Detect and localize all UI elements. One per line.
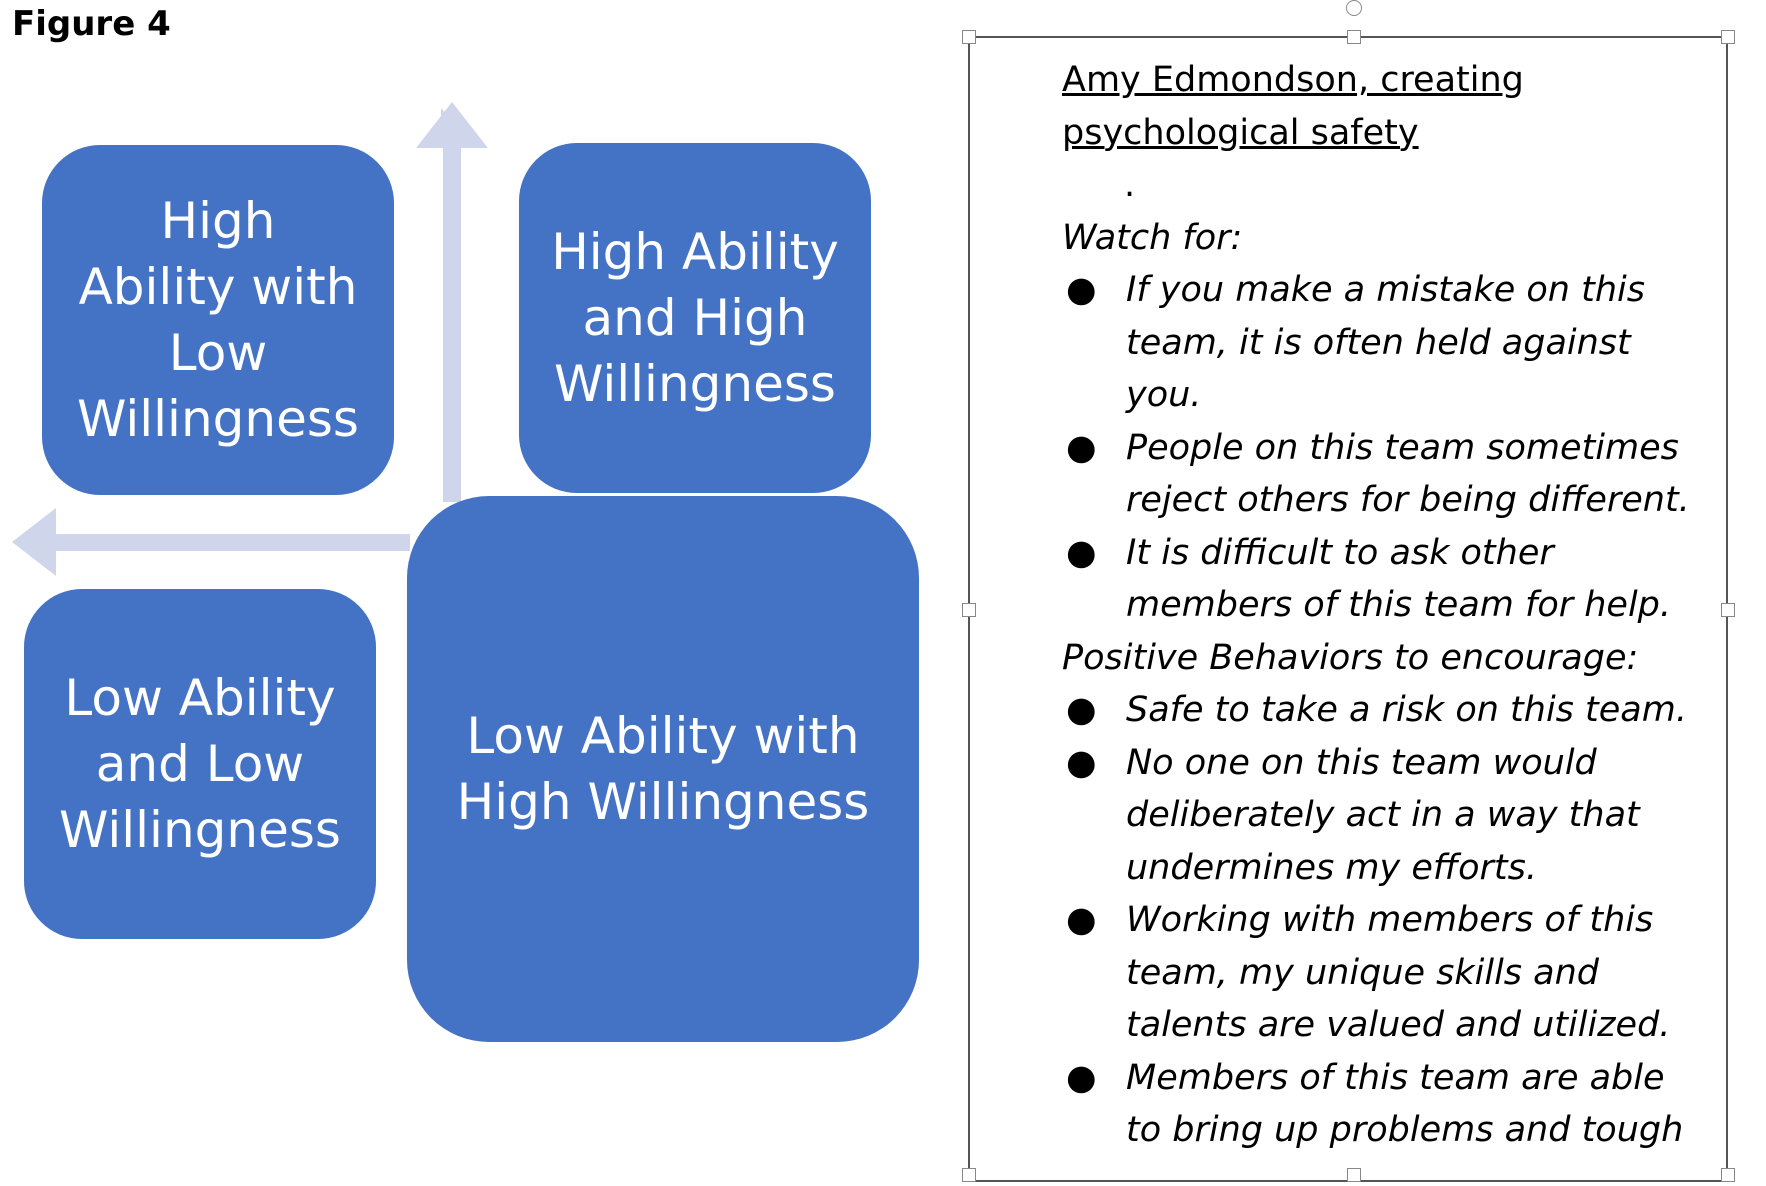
resize-handle-bottom-right[interactable] — [1721, 1168, 1735, 1182]
text-box-title: Amy Edmondson, creating psychological sa… — [1062, 60, 1524, 153]
bullet-icon: ● — [1066, 532, 1097, 573]
quadrant-label: High Ability and High Willingness — [551, 223, 839, 413]
quadrant-low-ability-low-willingness: Low Ability and Low Willingness — [24, 589, 376, 939]
watch-heading: Watch for: — [1062, 217, 1243, 258]
quadrant-high-ability-low-willingness: High Ability with Low Willingness — [42, 145, 394, 495]
bullet-icon: ● — [1066, 900, 1097, 940]
rotate-handle[interactable] — [1346, 0, 1362, 16]
list-item: ●Safe to take a risk on this team. — [1062, 684, 1702, 737]
text-box-dot: . — [1124, 165, 1136, 205]
bullet-icon: ● — [1066, 427, 1097, 468]
resize-handle-right[interactable] — [1721, 603, 1735, 617]
horizontal-axis-arrow-shaft — [54, 534, 410, 551]
quadrant-label: High Ability with Low Willingness — [77, 192, 359, 448]
positive-heading: Positive Behaviors to encourage: — [1062, 637, 1639, 678]
vertical-axis-arrow-head — [416, 102, 488, 148]
resize-handle-top[interactable] — [1347, 30, 1361, 44]
horizontal-axis-arrow-head — [12, 508, 56, 576]
list-item: ●Working with members of this team, my u… — [1062, 894, 1702, 1052]
quadrant-label: Low Ability and Low Willingness — [59, 669, 341, 859]
bullet-icon: ● — [1066, 270, 1097, 310]
resize-handle-bottom[interactable] — [1347, 1168, 1361, 1182]
axis-arrows — [12, 102, 488, 576]
resize-handle-top-left[interactable] — [962, 30, 976, 44]
resize-handle-bottom-left[interactable] — [962, 1168, 976, 1182]
resize-handle-left[interactable] — [962, 603, 976, 617]
positive-list: ●Safe to take a risk on this team. ●No o… — [1062, 684, 1702, 1157]
figure-label: Figure 4 — [12, 4, 171, 44]
bullet-icon: ● — [1066, 742, 1097, 783]
list-item: ●It is difficult to ask other members of… — [1062, 527, 1702, 632]
vertical-axis-arrow-shaft — [443, 146, 461, 502]
list-item: ●If you make a mistake on this team, it … — [1062, 264, 1702, 422]
selected-text-box[interactable]: Amy Edmondson, creating psychological sa… — [968, 36, 1728, 1182]
quadrant-low-ability-high-willingness: Low Ability with High Willingness — [407, 496, 919, 1042]
bullet-icon: ● — [1066, 690, 1097, 730]
watch-list: ●If you make a mistake on this team, it … — [1062, 264, 1702, 632]
resize-handle-top-right[interactable] — [1721, 30, 1735, 44]
bullet-icon: ● — [1066, 1057, 1097, 1098]
text-box-content[interactable]: Amy Edmondson, creating psychological sa… — [1062, 54, 1702, 1157]
list-item: ●Members of this team are able to bring … — [1062, 1052, 1702, 1157]
quadrant-label: Low Ability with High Willingness — [456, 707, 870, 831]
list-item: ●People on this team sometimes reject ot… — [1062, 422, 1702, 527]
quadrant-high-ability-high-willingness: High Ability and High Willingness — [519, 143, 871, 493]
list-item: ●No one on this team would deliberately … — [1062, 737, 1702, 895]
